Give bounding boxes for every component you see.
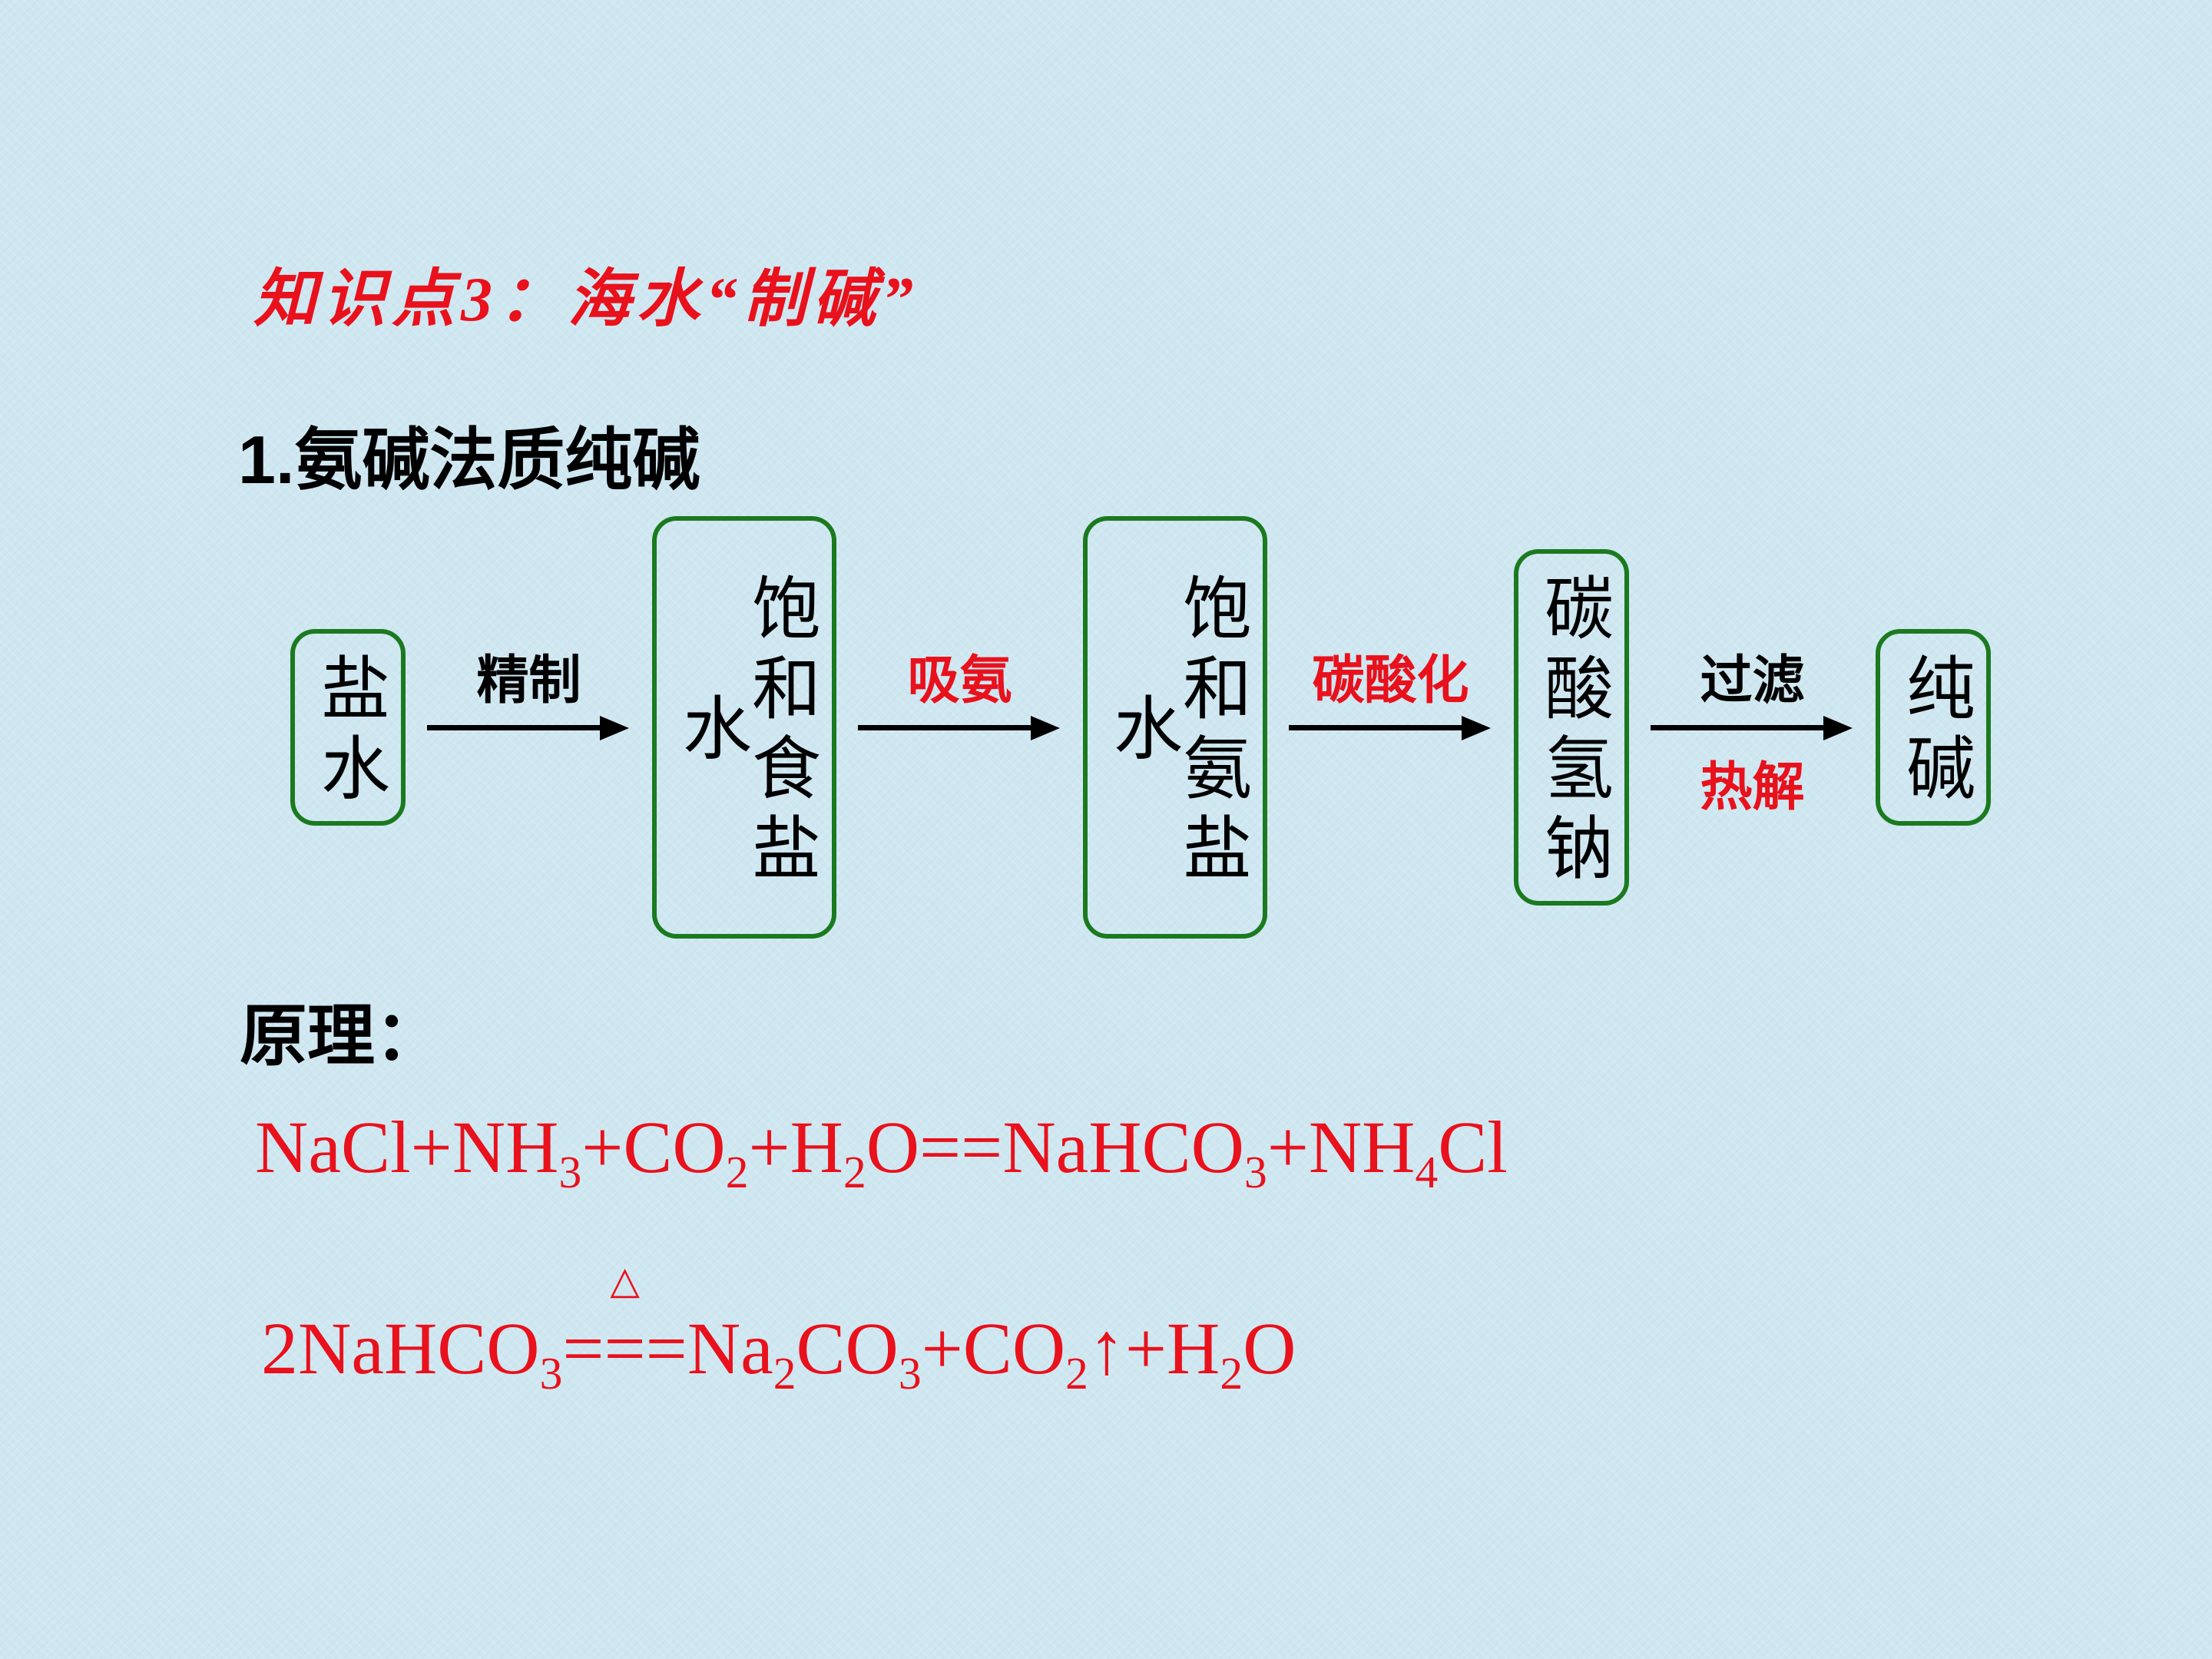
flow-step-pyrolysis-label: 热解: [1700, 758, 1805, 816]
flow-box-brine: 盐水: [290, 629, 406, 826]
arrow-right-icon: [427, 725, 601, 730]
flow-step-carbonation: 碳酸化: [1289, 516, 1492, 939]
flow-step-refining-label: 精制: [476, 651, 581, 710]
principle-label: 原理：: [240, 998, 443, 1074]
flow-box-soda-ash: 纯碱: [1876, 629, 1991, 826]
flow-box-saturated-ammonia-brine: 饱和氨盐水: [1083, 516, 1267, 939]
flow-step-filter-label: 过滤: [1700, 651, 1805, 710]
arrow-right-icon: [1289, 725, 1463, 730]
equation-2-equals-sign: ===: [562, 1307, 687, 1389]
equation-2: 2NaHCO3 △ ===Na2CO3+CO2↑+H2O: [261, 1261, 1296, 1400]
flow-step-filter-pyrolysis: 过滤 热解: [1651, 516, 1854, 939]
arrow-right-icon: [1651, 725, 1825, 730]
delta-heat-icon: △: [610, 1259, 640, 1302]
flow-step-carbonation-label: 碳酸化: [1312, 651, 1469, 710]
arrow-right-icon: [858, 725, 1032, 730]
slide-title: 知识点3：海水“制碱”: [253, 264, 919, 334]
equation-2-reactant: 2NaHCO3: [261, 1307, 563, 1399]
flowchart: 盐水 精制 饱和食盐水 吸氨 饱和氨盐水 碳酸化 碳酸氢钠 过滤 热解 纯碱: [290, 516, 1991, 939]
equation-2-products: Na2CO3+CO2↑+H2O: [687, 1307, 1296, 1399]
flow-step-refining: 精制: [427, 516, 631, 939]
flow-step-ammonia-absorption: 吸氨: [858, 516, 1061, 939]
slide-subtitle: 1.氨碱法质纯碱: [238, 422, 700, 498]
equation-1: NaCl+NH3+CO2+H2O==NaHCO3+NH4Cl: [255, 1106, 1508, 1198]
flow-box-sodium-bicarbonate: 碳酸氢钠: [1514, 549, 1629, 906]
equation-2-equals: △ ===: [562, 1261, 687, 1391]
flow-box-saturated-salt-water: 饱和食盐水: [652, 516, 836, 939]
flow-step-ammonia-absorption-label: 吸氨: [907, 651, 1012, 710]
